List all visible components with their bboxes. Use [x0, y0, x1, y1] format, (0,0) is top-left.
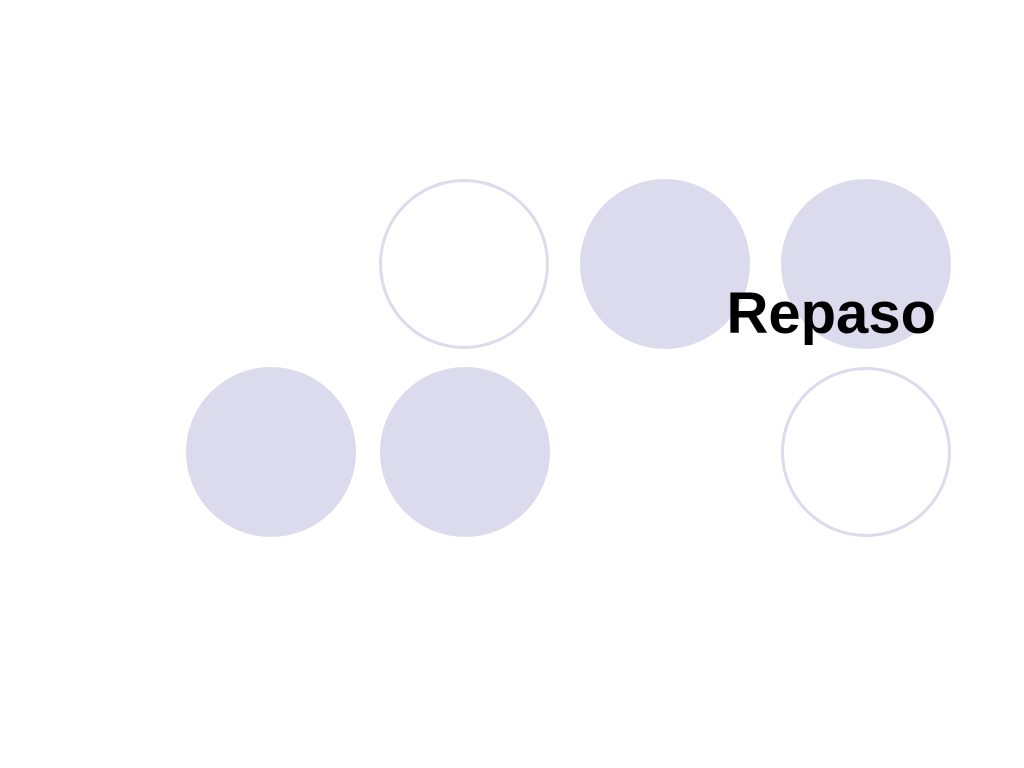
decorative-circle-outline: [781, 367, 951, 537]
decorative-circle-outline: [379, 179, 549, 349]
slide-title: Repaso: [726, 281, 936, 346]
decorative-circle-filled: [781, 179, 951, 349]
decorative-circle-filled: [186, 367, 356, 537]
decorative-circle-filled: [380, 367, 550, 537]
decorative-circle-filled: [580, 179, 750, 349]
